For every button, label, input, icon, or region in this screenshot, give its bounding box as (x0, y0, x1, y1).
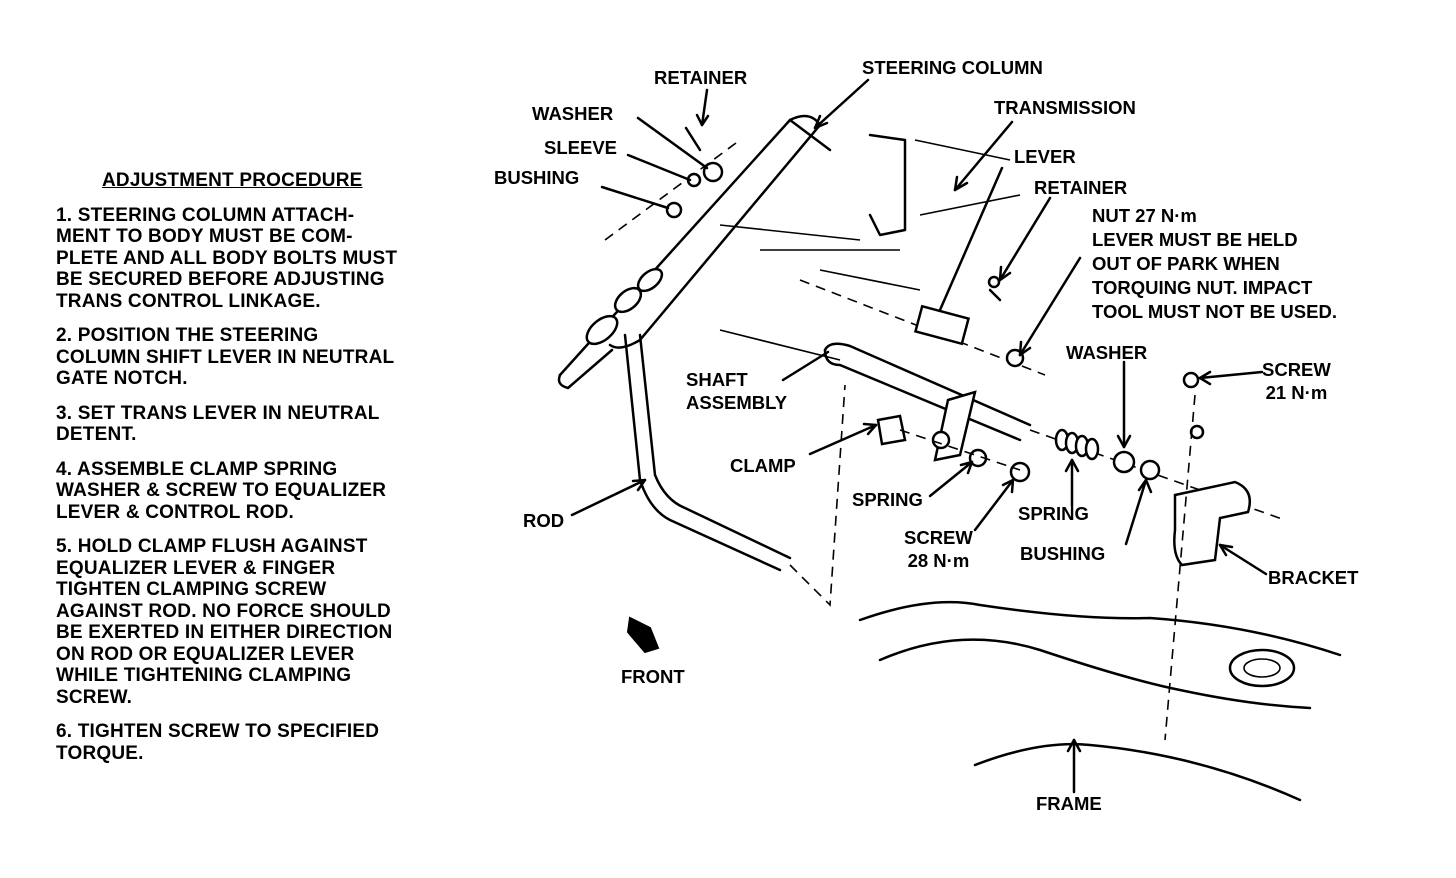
procedure-step-5: 5. HOLD CLAMP FLUSH AGAINST EQUALIZER LE… (56, 536, 393, 708)
transmission-drawing (719, 133, 1046, 376)
label-front: FRONT (621, 666, 685, 687)
lever-drawing (913, 275, 1025, 368)
bracket-drawing (1164, 371, 1252, 741)
label-clamp: CLAMP (730, 455, 796, 476)
procedure-step-2: 2. POSITION THE STEERING COLUMN SHIFT LE… (56, 325, 395, 389)
label-bushing-right: BUSHING (1020, 543, 1106, 564)
procedure-step-1: 1. STEERING COLUMN ATTACH- MENT TO BODY … (56, 204, 398, 312)
label-bracket: BRACKET (1268, 567, 1359, 588)
label-washer-right: WASHER (1066, 342, 1148, 363)
label-retainer-top: RETAINER (654, 67, 748, 88)
label-nut-note: LEVER MUST BE HELD OUT OF PARK WHEN TORQ… (1092, 229, 1337, 322)
label-frame: FRAME (1036, 793, 1102, 814)
label-washer-top: WASHER (532, 103, 614, 124)
procedure-step-3: 3. SET TRANS LEVER IN NEUTRAL DETENT. (56, 402, 380, 446)
front-arrow-icon (626, 616, 660, 654)
leader-lines (570, 78, 1268, 794)
label-screw-right: SCREW 21 N·m (1262, 359, 1331, 403)
label-sleeve: SLEEVE (544, 137, 617, 158)
procedure-step-6: 6. TIGHTEN SCREW TO SPECIFIED TORQUE. (56, 721, 380, 764)
shaft-hardware (1054, 428, 1161, 481)
label-lever: LEVER (1014, 146, 1076, 167)
label-steering-column: STEERING COLUMN (862, 57, 1043, 78)
procedure-title: ADJUSTMENT PROCEDURE (102, 170, 363, 191)
label-transmission: TRANSMISSION (994, 97, 1136, 118)
procedure-step-4: 4. ASSEMBLE CLAMP SPRING WASHER & SCREW … (56, 458, 387, 523)
label-nut: NUT 27 N·m (1092, 205, 1197, 226)
label-bushing-top: BUSHING (494, 167, 580, 188)
frame-drawing (858, 600, 1342, 802)
label-shaft-assembly: SHAFT ASSEMBLY (686, 369, 788, 413)
clamp-hardware (876, 414, 1031, 483)
label-spring-left: SPRING (852, 489, 923, 510)
adjustment-procedure: ADJUSTMENT PROCEDURE 1. STEERING COLUMN … (56, 170, 456, 777)
label-retainer-right: RETAINER (1034, 177, 1128, 198)
label-screw-mid: SCREW 28 N·m (904, 527, 973, 571)
label-rod: ROD (523, 510, 565, 531)
label-spring-right: SPRING (1018, 503, 1089, 524)
